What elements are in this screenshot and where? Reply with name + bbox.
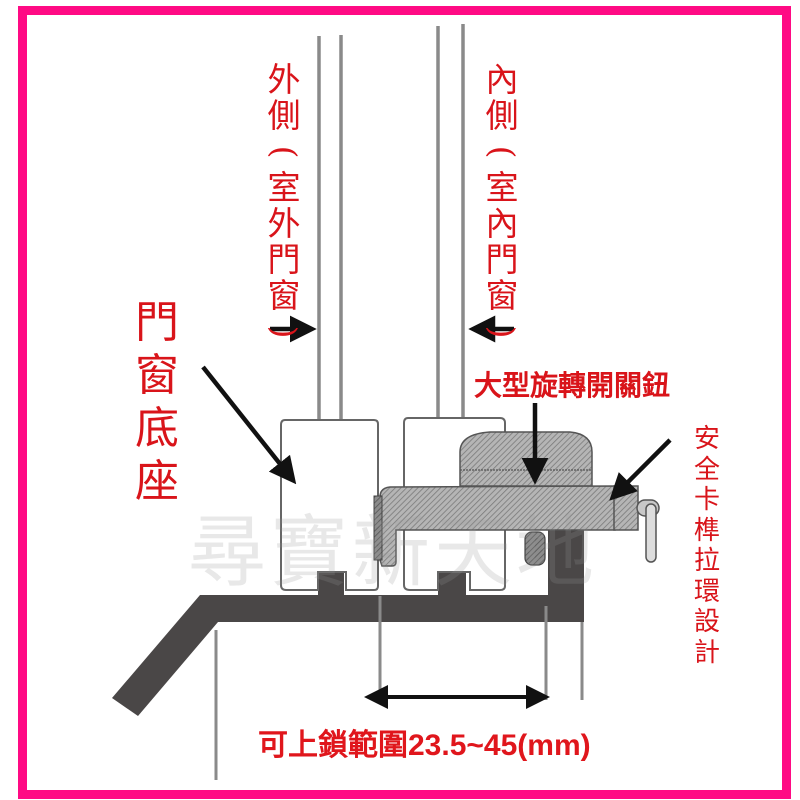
char: 窗 [135, 350, 179, 401]
char: 內 [485, 60, 519, 99]
lock-arm [379, 485, 616, 567]
inner-glass-lines [436, 24, 465, 420]
char: 設 [693, 607, 720, 637]
char: 榫 [693, 515, 720, 546]
stopper [524, 531, 546, 566]
char: 室 [267, 168, 301, 207]
char: 窗 [267, 276, 301, 315]
char: 門 [485, 240, 519, 279]
char: ) [265, 325, 304, 339]
char: 拉 [693, 546, 720, 576]
pink-frame-border [18, 6, 791, 799]
char: 外 [267, 60, 301, 99]
char: 計 [693, 637, 720, 668]
char: 卡 [693, 485, 720, 515]
label-window-sill: 門 窗 底 座 [132, 296, 182, 508]
label-lock-range: 可上鎖範圍23.5~45(mm) [258, 729, 591, 762]
char: 室 [485, 168, 519, 207]
pointer-arrows [201, 315, 672, 501]
char: 全 [693, 454, 720, 485]
char: 底 [135, 403, 179, 454]
char: 內 [485, 204, 519, 243]
rotary-knob [459, 431, 593, 487]
char: 環 [693, 576, 720, 607]
char: 門 [267, 240, 301, 279]
outer-window-frame [280, 419, 379, 591]
char: 座 [135, 456, 179, 507]
char: 側 [267, 96, 301, 135]
char: 安 [693, 424, 720, 454]
label-outer-side: 外 側 ( 室 外 門 窗 ) [264, 62, 304, 350]
label-safety-pin: 安 全 卡 榫 拉 環 設 計 [690, 424, 724, 668]
label-rotary-knob: 大型旋轉開關鈕 [474, 369, 671, 402]
char: ( [265, 145, 304, 159]
char: 側 [485, 96, 519, 135]
pull-ring-pin [636, 499, 660, 563]
lock-arm-pad [373, 495, 383, 561]
outer-glass-lines [317, 35, 343, 422]
char: 窗 [485, 276, 519, 315]
label-inner-side: 內 側 ( 室 內 門 窗 ) [482, 62, 522, 350]
char: ( [483, 145, 522, 159]
window-sill-base [112, 528, 584, 716]
char: 外 [267, 204, 301, 243]
char: 門 [135, 297, 179, 348]
char: ) [483, 325, 522, 339]
